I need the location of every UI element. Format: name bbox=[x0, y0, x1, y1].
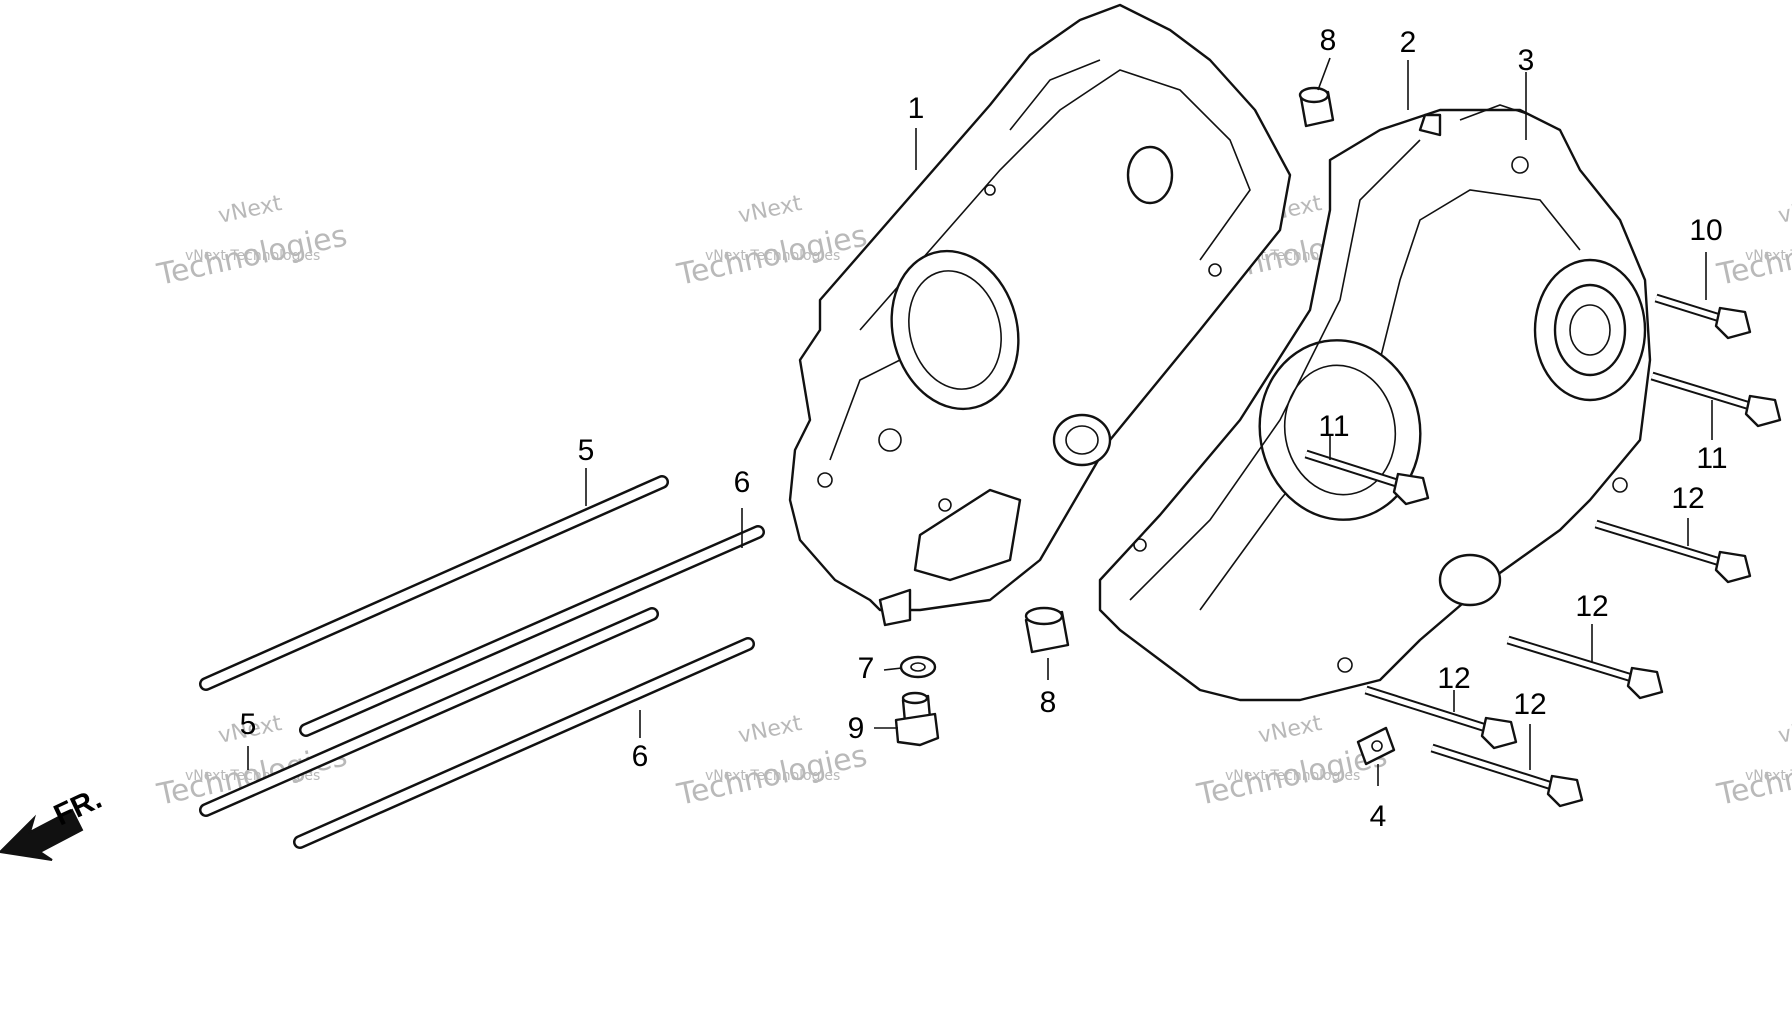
drain-bolt-drawing bbox=[894, 691, 940, 747]
svg-text:vNext: vNext bbox=[1256, 711, 1324, 749]
bolt-12-c-drawing bbox=[1364, 685, 1518, 750]
callout-8-bottom: 8 bbox=[1040, 686, 1057, 719]
svg-text:Technologies: Technologies bbox=[153, 219, 350, 294]
watermark-6: vNext vNext Technologies Technologies bbox=[673, 711, 870, 813]
watermark-4: vNext vNext Technologies Technologies bbox=[1713, 191, 1792, 293]
svg-text:vNext Technologies: vNext Technologies bbox=[705, 768, 840, 784]
callout-11-center: 11 bbox=[1318, 410, 1349, 443]
svg-text:Technologies: Technologies bbox=[673, 739, 870, 814]
bolt-11-upper-drawing bbox=[1650, 371, 1782, 428]
callout-7: 7 bbox=[858, 652, 875, 685]
bolt-11-lower-drawing bbox=[1304, 449, 1430, 506]
svg-text:Technologies: Technologies bbox=[1713, 739, 1792, 814]
leader-lines bbox=[247, 57, 1713, 786]
callout-8-top: 8 bbox=[1320, 24, 1337, 57]
callout-4: 4 bbox=[1370, 800, 1387, 833]
stud-5-lower-drawing bbox=[199, 607, 659, 817]
callout-3: 3 bbox=[1518, 44, 1535, 77]
svg-text:vNext Technologies: vNext Technologies bbox=[1225, 768, 1360, 784]
callout-2: 2 bbox=[1400, 26, 1417, 59]
svg-text:vNext Technologies: vNext Technologies bbox=[1745, 248, 1792, 264]
callout-6-upper: 6 bbox=[734, 466, 751, 499]
svg-text:vNext: vNext bbox=[1776, 191, 1792, 229]
callout-5-lower: 5 bbox=[240, 708, 257, 741]
svg-text:vNext Technologies: vNext Technologies bbox=[185, 248, 320, 264]
watermark-1: vNext vNext Technologies Technologies bbox=[153, 191, 350, 293]
bolt-12-a-drawing bbox=[1594, 519, 1752, 584]
bolt-12-d-drawing bbox=[1430, 743, 1584, 808]
dowel-pin-top-drawing bbox=[1298, 86, 1335, 128]
svg-text:vNext: vNext bbox=[736, 711, 804, 749]
left-crankcase-drawing bbox=[788, 3, 1292, 627]
svg-text:vNext: vNext bbox=[736, 191, 804, 229]
svg-text:Technologies: Technologies bbox=[153, 739, 350, 814]
callout-6-lower: 6 bbox=[632, 740, 649, 773]
stud-6-upper-drawing bbox=[299, 525, 765, 737]
clip-drawing bbox=[1356, 726, 1396, 766]
callout-9: 9 bbox=[848, 712, 865, 745]
dowel-pin-bottom-drawing bbox=[1024, 606, 1070, 654]
bolt-10-drawing bbox=[1654, 293, 1752, 340]
stud-6-lower-drawing bbox=[293, 637, 755, 849]
callout-11-right: 11 bbox=[1696, 442, 1727, 475]
callout-5-upper: 5 bbox=[578, 434, 595, 467]
svg-text:Technologies: Technologies bbox=[1713, 219, 1792, 294]
svg-text:vNext: vNext bbox=[1776, 711, 1792, 749]
svg-text:vNext Technologies: vNext Technologies bbox=[705, 248, 840, 264]
svg-text:vNext: vNext bbox=[216, 191, 284, 229]
front-arrow-icon bbox=[0, 808, 84, 861]
svg-text:vNext Technologies: vNext Technologies bbox=[1745, 768, 1792, 784]
callout-1: 1 bbox=[908, 92, 925, 125]
stud-5-upper-drawing bbox=[199, 475, 669, 691]
front-direction-indicator: FR. bbox=[0, 782, 107, 861]
callout-12-d: 12 bbox=[1513, 688, 1546, 721]
bolt-12-b-drawing bbox=[1506, 635, 1664, 700]
callout-12-a: 12 bbox=[1671, 482, 1704, 515]
callout-12-b: 12 bbox=[1575, 590, 1608, 623]
callout-labels: 1 2 3 8 10 11 11 12 12 12 12 4 8 7 9 5 6… bbox=[240, 24, 1728, 833]
watermark-7: vNext vNext Technologies Technologies bbox=[1193, 711, 1390, 813]
callout-12-c: 12 bbox=[1437, 662, 1470, 695]
callout-10: 10 bbox=[1689, 214, 1722, 247]
watermark-8: vNext vNext Technologies Technologies bbox=[1713, 711, 1792, 813]
washer-drawing bbox=[899, 655, 937, 679]
